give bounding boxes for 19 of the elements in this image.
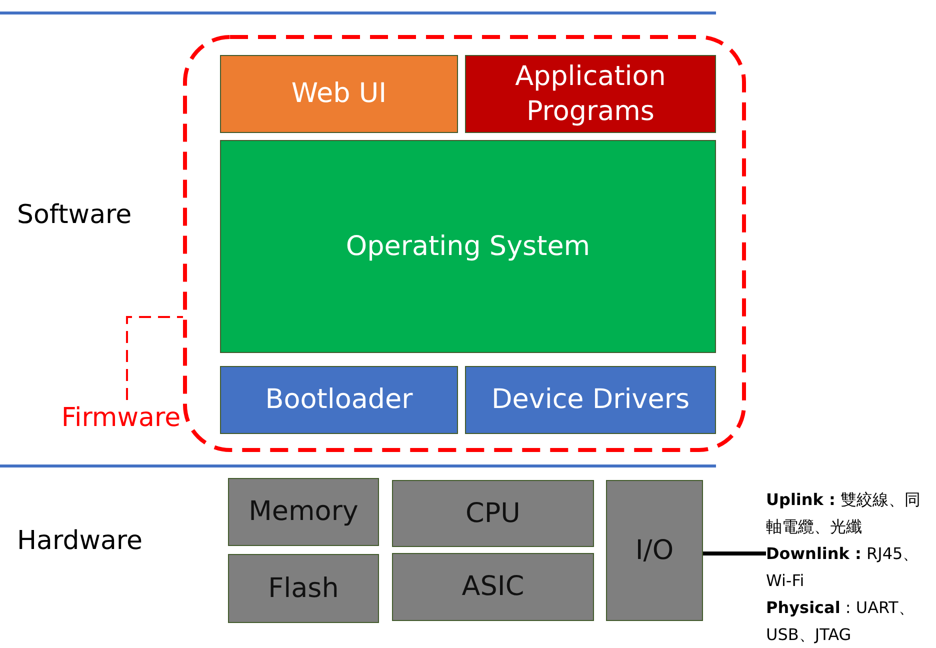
section-label: Hardware [17,526,143,556]
firmware-boundary [183,35,746,452]
interface-line: Physical : UART、USB、JTAG [766,597,916,646]
hardware-box: ASIC [392,553,594,621]
firmware-label: Firmware [52,400,190,438]
software-layer-box: Application Programs [465,55,716,133]
software-layer-box: Web UI [220,55,458,133]
software-layer-box: Device Drivers [465,366,716,434]
hardware-box: I/O [606,480,703,621]
leader-line [126,316,183,400]
hardware-box: Memory [228,478,379,546]
software-layer-box: Operating System [220,140,716,353]
hardware-box: CPU [392,480,594,547]
interface-line: Uplink : 雙絞線、同軸電纜、光纖 [766,489,922,538]
interface-line: Downlink : RJ45、Wi-Fi [766,543,920,592]
hardware-box: Flash [228,554,379,623]
section-label: Software [17,200,132,230]
connector-line [703,552,766,556]
software-layer-box: Bootloader [220,366,458,434]
